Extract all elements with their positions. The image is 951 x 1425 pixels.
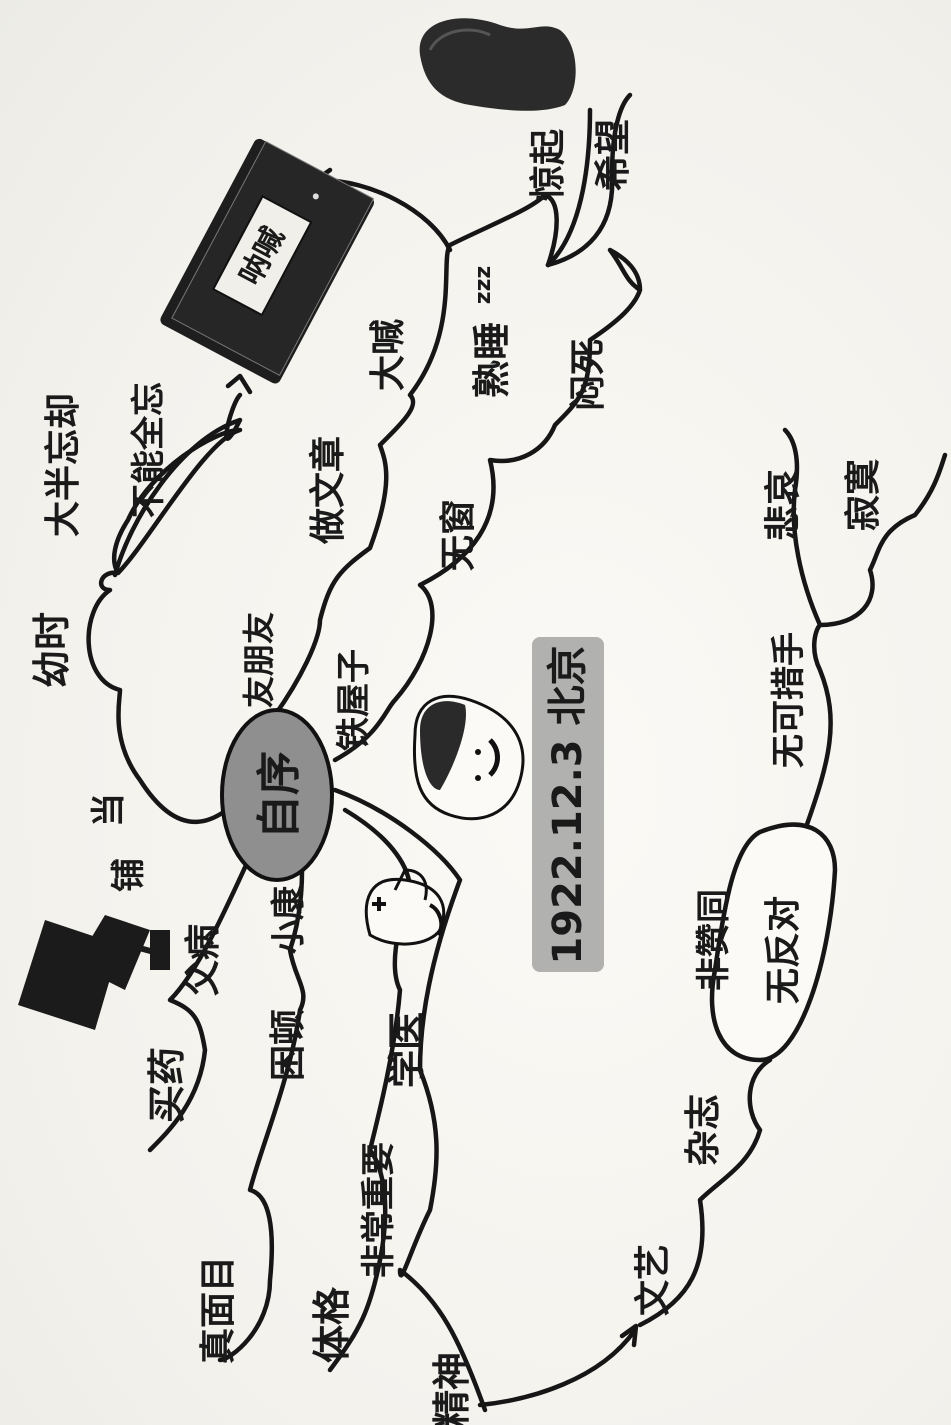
arrowhead-wenyi	[619, 1323, 639, 1348]
face-icon	[412, 694, 525, 821]
label-pu: 铺	[109, 858, 149, 892]
label-maiyao: 买药	[145, 1047, 189, 1123]
branch-xiwang	[545, 92, 633, 268]
label-wenyi: 文艺	[633, 1244, 674, 1316]
center-node[interactable]	[220, 708, 334, 882]
label-jimo: 寂寞	[843, 459, 884, 531]
date-banner-text: 1922.12.3 北京	[545, 645, 591, 964]
label-wuchuang: 无窗	[438, 499, 479, 571]
label-wufandui: 无反对	[763, 896, 804, 1004]
branch-tiewuzi-cloud	[272, 192, 559, 718]
label-dabanwangque: 大半忘却	[43, 393, 84, 537]
date-banner: 1922.12.3 北京	[532, 637, 604, 972]
book-icon: 呐喊	[160, 138, 375, 384]
branch-wukecuoshou-cloud	[802, 452, 948, 833]
label-shushui: 熟睡	[470, 322, 514, 398]
label-zazhi: 杂志	[683, 1094, 724, 1166]
branch-menside-cloud	[332, 247, 643, 763]
label-wukecuoshou: 无可措手	[769, 632, 809, 768]
center-label: 自序	[254, 751, 305, 839]
labels: 幼时 大半忘却 不能全忘 当 铺 父病 买药 真面目 体格 精神 小康 困顿 非…	[30, 119, 884, 1425]
label-beiai: 悲哀	[763, 469, 804, 541]
label-kunduan: 困顿	[268, 1009, 309, 1081]
branch-jingqi	[545, 107, 593, 268]
label-xiwang: 希望	[593, 119, 634, 191]
label-tiewuzi: 铁屋子	[334, 649, 374, 751]
label-feichangzhongyao: 非常重要	[359, 1142, 399, 1278]
label-menside: 闷死	[568, 339, 609, 411]
branch-youshi	[86, 427, 265, 825]
label-youshi: 幼时	[30, 612, 74, 688]
branch-fuqin	[147, 827, 265, 1153]
label-dahan: 大喊	[368, 319, 409, 391]
label-jingshen: 精神	[430, 1352, 474, 1425]
label-xueyi: 学医	[385, 1012, 429, 1088]
head-icon	[419, 18, 576, 111]
label-xiaokang: 小康	[269, 886, 309, 954]
label-feizantong: 非赞同	[694, 889, 734, 991]
label-zuowenzhang: 做文章	[307, 436, 349, 545]
label-bunengquanwang: 不能全忘	[129, 382, 169, 518]
arrowhead-bunengquanwang	[225, 373, 253, 395]
label-fuqin: 父病	[183, 924, 224, 996]
branch-xiaokang	[217, 837, 306, 1363]
label-jingqi: 惊起	[528, 128, 569, 201]
branch-bunengquanwang	[112, 392, 243, 578]
branch-beiai	[782, 427, 823, 628]
label-zhenmianmu: 真面目	[198, 1256, 239, 1364]
feizantong-capsule	[709, 822, 838, 1063]
label-dang: 当	[89, 793, 129, 827]
label-tige: 体格	[310, 1286, 354, 1363]
nurse-icon	[364, 868, 446, 946]
branch-xueyi	[332, 787, 488, 1413]
branch-jingshen-to-wenyi	[477, 1327, 638, 1408]
label-zzz: zzz	[471, 266, 496, 304]
graduation-cap-icon	[18, 915, 170, 1030]
label-youpengyou: 友朋友	[240, 612, 278, 708]
